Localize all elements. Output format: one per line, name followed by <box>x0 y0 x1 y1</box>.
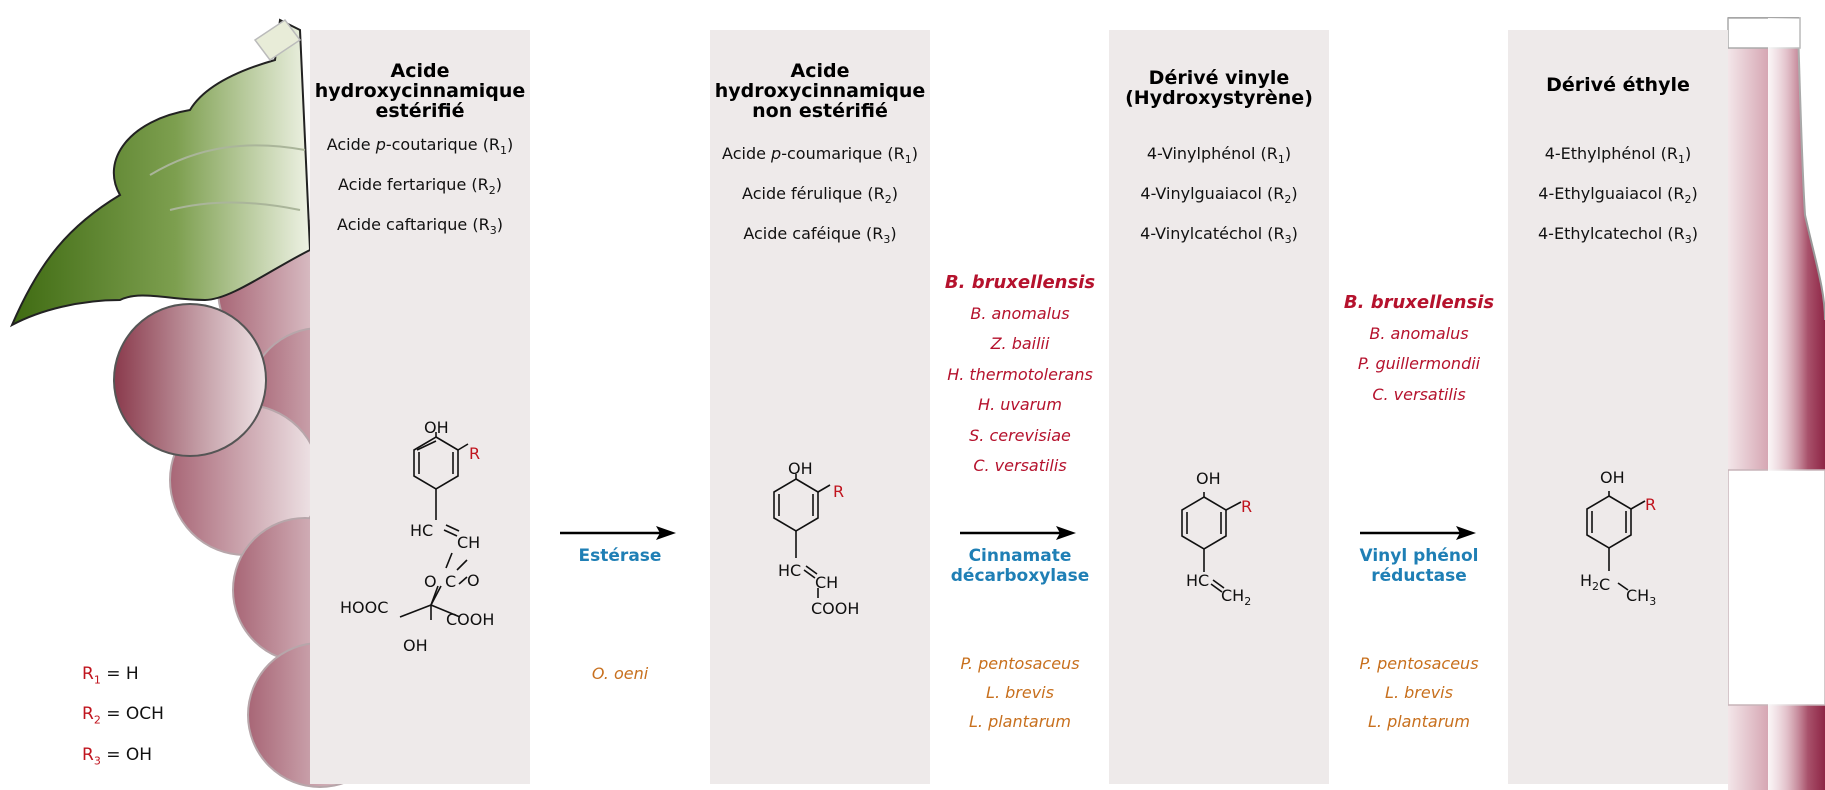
list-item: H. thermotolerans <box>947 364 1093 384</box>
structure-esterified: OH R HC CH O C O HOOC COOH OH <box>340 418 494 655</box>
list-item: Acide caféique (R3) <box>743 224 897 247</box>
list-item: O. oeni <box>591 664 649 683</box>
label-ch: CH <box>457 533 480 552</box>
column-title-vinyl: Dérivé vinyle(Hydroxystyrène) <box>1125 67 1313 109</box>
list-item: B. bruxellensis <box>944 272 1096 293</box>
list-item: B. bruxellensis <box>1343 292 1495 313</box>
compound-list-ethyl: 4-Ethylphénol (R1) 4-Ethylguaiacol (R2) 4-… <box>1508 137 1728 258</box>
wine-bottle <box>1727 17 1825 790</box>
list-item: Acide p-coutarique (R1) <box>326 135 514 158</box>
list-item: 4-Vinylcatéchol (R3) <box>1140 224 1298 247</box>
list-item: 4-Ethylguaiacol (R2) <box>1538 184 1698 207</box>
list-item: L. plantarum <box>968 712 1071 731</box>
compound-list-non-esterified: Acide p-coumarique (R1) Acide férulique (… <box>710 137 930 258</box>
list-item: Acide p-coumarique (R1) <box>722 144 918 167</box>
label-r: R <box>833 482 844 501</box>
bacteria-list-esterase: O. oeni <box>530 659 710 688</box>
list-item: 4-Ethylphénol (R1) <box>1544 144 1692 167</box>
panel-vinyl <box>1109 30 1329 784</box>
r-definition-item: R2 = OCH <box>82 697 164 737</box>
label-o-double: O <box>467 571 480 590</box>
r-value: = H <box>100 664 139 684</box>
list-item: L. brevis <box>1385 683 1453 702</box>
list-item: B. anomalus <box>1369 323 1469 343</box>
list-item: P. guillermondii <box>1357 354 1481 373</box>
panel-ethyl <box>1508 30 1728 784</box>
list-item: Acide férulique (R2) <box>742 184 898 207</box>
list-item: H. uvarum <box>978 395 1062 414</box>
list-item: C. versatilis <box>973 456 1067 475</box>
structure-ethyl: OH R H2C CH3 <box>1580 468 1656 608</box>
label-r: R <box>469 444 480 463</box>
list-item: P. pentosaceus <box>1359 654 1479 673</box>
r-definition-item: R1 = H <box>82 657 164 697</box>
label-oh: OH <box>788 459 813 478</box>
list-item: P. pentosaceus <box>960 654 1080 673</box>
panel-esterified <box>310 30 530 784</box>
list-item: L. brevis <box>986 683 1054 702</box>
label-hc: HC <box>1186 571 1209 590</box>
list-item: L. plantarum <box>1367 712 1470 731</box>
r-value: = OCH <box>100 704 164 725</box>
list-item: 4-Ethylcatechol (R3) <box>1538 224 1698 247</box>
list-item: Acide fertarique (R2) <box>338 175 502 198</box>
bacteria-list-decarboxylase: P. pentosaceus L. brevis L. plantarum <box>930 649 1110 736</box>
label-oh: OH <box>1600 468 1625 487</box>
list-item: Z. bailii <box>990 334 1050 353</box>
compound-list-vinyl: 4-Vinylphénol (R1) 4-Vinylguaiacol (R2) 4-… <box>1109 137 1329 258</box>
label-r: R <box>1241 497 1252 516</box>
list-item: 4-Vinylphénol (R1) <box>1146 144 1292 167</box>
label-hooc: HOOC <box>340 598 388 617</box>
label-h2c: H2C <box>1580 571 1610 594</box>
label-ch3: CH3 <box>1626 586 1656 608</box>
structure-vinyl: OH R HC CH2 <box>1181 469 1252 608</box>
r-symbol: R3 <box>82 744 101 768</box>
label-hc: HC <box>410 521 433 540</box>
compound-list-esterified: Acide p-coutarique (R1) Acide fertarique … <box>310 128 530 249</box>
list-item: 4-Vinylguaiacol (R2) <box>1140 184 1298 207</box>
r-symbol: R2 <box>82 704 101 727</box>
list-item: B. anomalus <box>970 303 1070 323</box>
label-oh: OH <box>424 418 449 437</box>
r-symbol: R1 <box>82 664 101 687</box>
yeast-list-decarboxylase: B. bruxellensis B. anomalus Z. bailii H. th… <box>930 268 1110 482</box>
bacteria-list-reductase: P. pentosaceus L. brevis L. plantarum <box>1329 649 1509 736</box>
column-title-ethyl: Dérivé éthyle <box>1546 74 1690 96</box>
list-item: Acide caftarique (R3) <box>337 215 503 238</box>
label-o-link: O <box>424 572 437 591</box>
label-ch: CH <box>815 573 838 592</box>
label-ch2: CH2 <box>1221 586 1251 608</box>
leaf-icon <box>9 18 312 328</box>
label-cooh: COOH <box>446 610 494 629</box>
list-item: S. cerevisiae <box>969 425 1071 445</box>
label-oh-low: OH <box>403 636 428 655</box>
structure-non-esterified: OH R HC CH COOH <box>773 459 859 618</box>
label-r: R <box>1645 495 1656 514</box>
label-cooh: COOH <box>811 599 859 618</box>
r-value: = OH <box>100 744 153 765</box>
label-oh: OH <box>1196 469 1221 488</box>
list-item: C. versatilis <box>1372 384 1466 404</box>
r-definition-item: R3 = OH <box>82 738 164 778</box>
panel-non-esterified <box>710 30 930 784</box>
yeast-list-reductase: B. bruxellensis B. anomalus P. guillermond… <box>1329 288 1509 410</box>
label-c: C <box>445 572 456 591</box>
label-hc: HC <box>778 561 801 580</box>
enzyme-esterase: Estérase <box>578 546 662 566</box>
